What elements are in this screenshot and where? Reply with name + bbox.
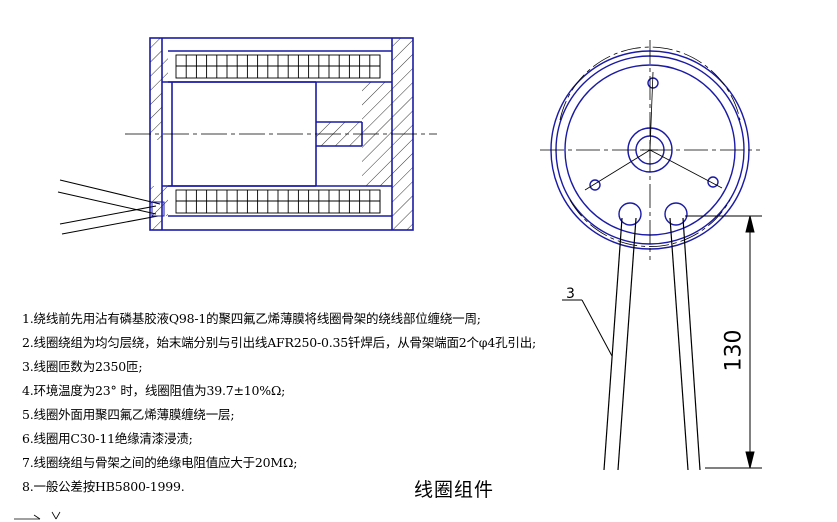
- end-view-leads: [603, 217, 701, 471]
- winding-bottom: [175, 189, 381, 214]
- note-2: 2.线圈绕组为均匀层绕，始末端分别与引出线AFR250-0.35钎焊后，从骨架端…: [22, 335, 537, 350]
- end-view: [540, 40, 762, 471]
- ucs-icon: [14, 511, 61, 520]
- note-1: 1.绕线前先用沾有磷基胶液Q98-1的聚四氟乙烯薄膜将线圈骨架的绕线部位缠绕一周…: [22, 311, 481, 326]
- technical-notes: 1.绕线前先用沾有磷基胶液Q98-1的聚四氟乙烯薄膜将线圈骨架的绕线部位缠绕一周…: [22, 307, 536, 499]
- end-view-centerlines: [540, 40, 760, 260]
- leader-line: [562, 299, 613, 357]
- note-4: 4.环境温度为23° 时，线圈阻值为39.7±10%Ω;: [22, 383, 286, 398]
- note-7: 7.线圈绕组与骨架之间的绝缘电阻值应大于20MΩ;: [22, 455, 298, 470]
- note-6: 6.线圈用C30-11绝缘清漆浸渍;: [22, 431, 193, 446]
- winding-top: [175, 54, 381, 79]
- section-view: [57, 37, 437, 235]
- note-5: 5.线圈外面用聚四氟乙烯薄膜缠绕一层;: [22, 407, 235, 422]
- note-3: 3.线圈匝数为2350匝;: [22, 359, 143, 374]
- leader-label: 3: [566, 286, 575, 302]
- lead-wires: [57, 179, 165, 235]
- note-8: 8.一般公差按HB5800-1999.: [22, 479, 185, 494]
- dimension-130: [685, 215, 762, 469]
- dimension-label: 130: [721, 329, 747, 372]
- drawing-caption: 线圈组件: [414, 479, 495, 501]
